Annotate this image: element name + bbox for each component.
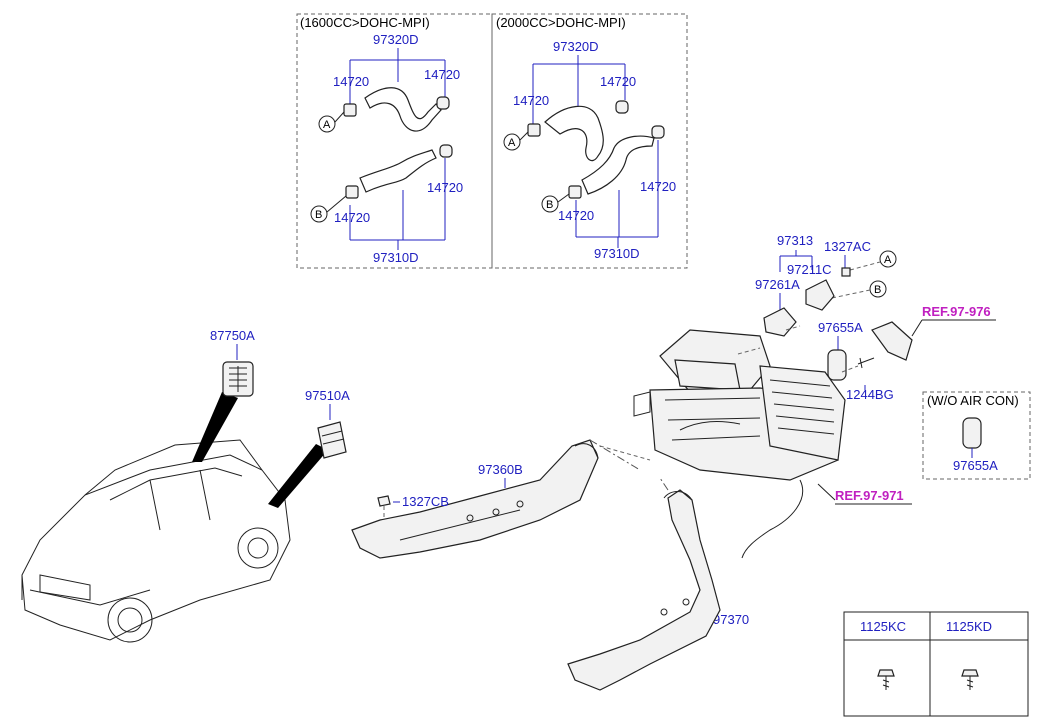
section-title-1600cc: (1600CC>DOHC-MPI) (300, 15, 430, 30)
label-97211c: 97211C (787, 262, 832, 277)
section-title-wo-aircon: (W/O AIR CON) (927, 393, 1019, 408)
label-14720-right-b: 14720 (600, 74, 636, 89)
nut-1327cb-icon (377, 495, 391, 507)
vent-97510a (317, 421, 347, 459)
vehicle-illustration (21, 439, 291, 643)
label-14720-left-a: 14720 (333, 74, 369, 89)
heater-blower-unit (633, 329, 846, 559)
label-97320d-left: 97320D (373, 32, 419, 47)
hose-97320d-left (364, 87, 442, 132)
hose-clamp-icon (615, 100, 629, 114)
label-97370: 97370 (713, 612, 749, 627)
label-1327ac: 1327AC (824, 239, 871, 254)
ref-97-976[interactable]: REF.97-976 (922, 304, 991, 319)
connector-b-letter: B (315, 209, 322, 221)
connector-b-icon (869, 280, 887, 298)
gasket-97655a (827, 349, 847, 381)
connector-b-icon (541, 195, 559, 213)
callout-wedge-97510a (268, 444, 328, 508)
label-14720-left-b: 14720 (424, 67, 460, 82)
hose-clamp-icon (527, 123, 541, 137)
callout-wedge-87750a (192, 392, 238, 462)
hose-97310d-right (581, 135, 655, 195)
label-87750a: 87750A (210, 328, 255, 343)
connector-a-letter: A (323, 119, 331, 131)
section-box-2000cc (491, 13, 688, 269)
hose-97310d-left (359, 149, 437, 193)
label-97310d-left: 97310D (373, 250, 419, 265)
gasket-97655a-wo (962, 417, 982, 449)
label-97655a: 97655A (818, 320, 863, 335)
table-header-1125kc: 1125KC (860, 619, 906, 634)
label-97320d-right: 97320D (553, 39, 599, 54)
section-box-wo-aircon (922, 391, 1031, 480)
hose-clamp-icon (568, 185, 582, 199)
hose-clamp-icon (343, 103, 357, 117)
hose-clamp-icon (651, 125, 665, 139)
hose-clamp-icon (436, 96, 450, 110)
plate-97211c (805, 279, 835, 311)
hose-clamp-icon (345, 185, 359, 199)
connector-a-icon (318, 115, 336, 133)
label-14720-right-a: 14720 (513, 93, 549, 108)
label-97310d-right: 97310D (594, 246, 640, 261)
label-97313: 97313 (777, 233, 813, 248)
label-1244bg: 1244BG (846, 387, 894, 402)
label-97510a: 97510A (305, 388, 350, 403)
connector-b-letter: B (874, 284, 881, 296)
hose-97320d-right (544, 105, 604, 162)
duct-97-976 (871, 321, 913, 361)
connector-a-letter: A (884, 254, 892, 266)
connector-b-icon (310, 205, 328, 223)
hose-clamp-icon (439, 144, 453, 158)
section-box-1600cc (296, 13, 493, 269)
label-97360b: 97360B (478, 462, 523, 477)
plate-97261a (763, 307, 797, 337)
fastener-table (843, 611, 1029, 717)
nut-1327ac-icon (841, 267, 851, 277)
table-header-1125kd: 1125KD (946, 619, 992, 634)
connector-a-icon (879, 250, 897, 268)
section-title-2000cc: (2000CC>DOHC-MPI) (496, 15, 626, 30)
duct-97370 (567, 489, 721, 691)
label-97655a-wo: 97655A (953, 458, 998, 473)
connector-a-letter: A (508, 137, 516, 149)
connector-a-icon (503, 133, 521, 151)
bolt-1125kd-icon (961, 669, 979, 690)
bolt-1125kc-icon (877, 669, 895, 690)
screw-1244bg-icon (857, 357, 875, 369)
ref-97-971[interactable]: REF.97-971 (835, 488, 904, 503)
label-97261a: 97261A (755, 277, 800, 292)
connector-b-letter: B (546, 199, 553, 211)
label-14720-left-d: 14720 (334, 210, 370, 225)
label-1327cb: 1327CB (402, 494, 449, 509)
